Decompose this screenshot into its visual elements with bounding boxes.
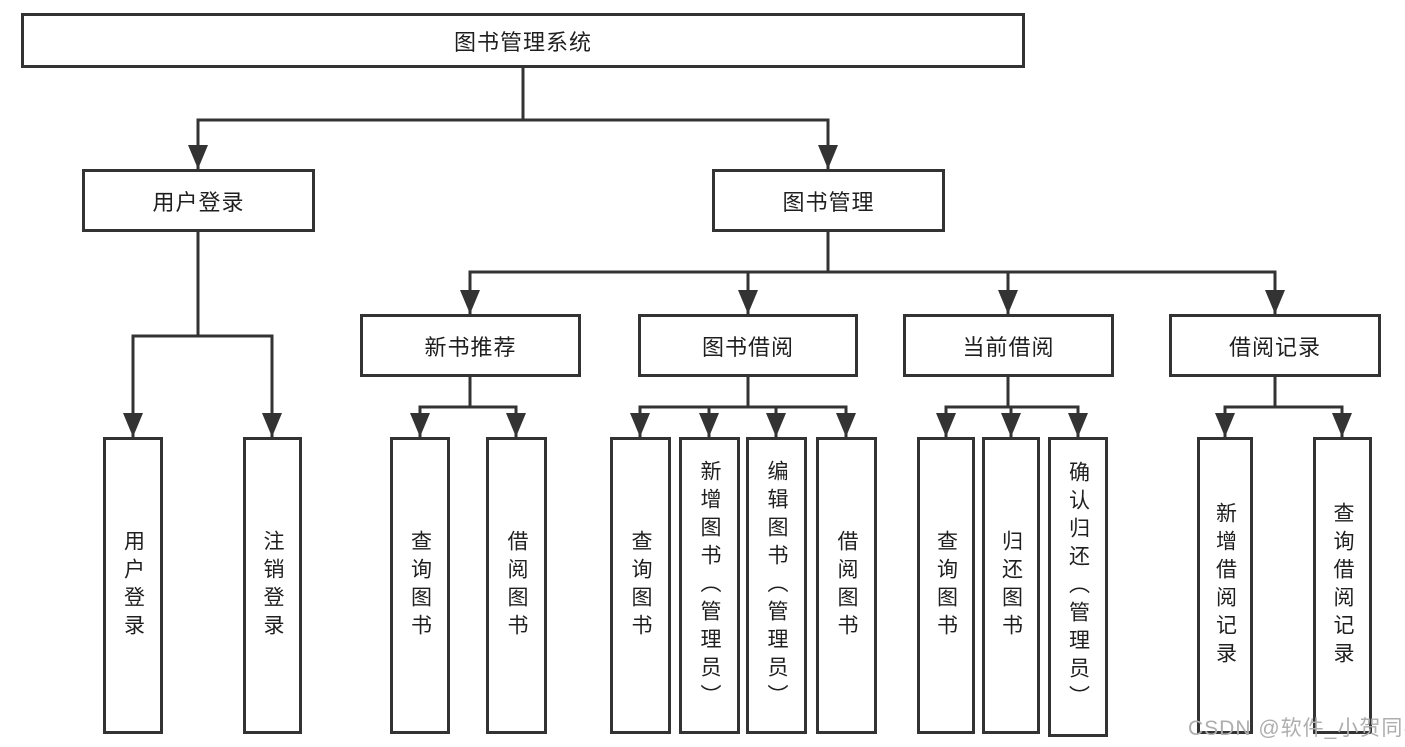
leaf-query-books-current-label: 查询图书 [934,529,958,642]
node-book-borrowing-label: 图书借阅 [701,334,794,360]
leaf-borrow-books-recommend: 借阅图书 [486,437,547,734]
connector-current-borrowing-to-leaves [936,375,1088,439]
leaf-borrow-books-borrowing: 借阅图书 [816,437,877,734]
leaf-query-borrow-record: 查询借阅记录 [1313,437,1372,734]
leaf-query-books-borrowing-label: 查询图书 [629,529,652,642]
node-current-borrowing: 当前借阅 [903,314,1114,377]
node-user-login: 用户登录 [82,169,315,232]
node-borrowing-records-label: 借阅记录 [1228,334,1321,360]
leaf-edit-book-admin: 编辑图书（管理员） [746,437,807,734]
leaf-confirm-return-admin: 确认归还（管理员） [1048,437,1108,737]
node-library-management-system: 图书管理系统 [21,13,1025,68]
csdn-watermark: CSDN @软件_小贺同学 [1188,717,1405,740]
leaf-user-login-label: 用户登录 [121,529,145,642]
leaf-user-login: 用户登录 [103,437,163,734]
connector-borrowing-records-to-leaves [1215,375,1352,439]
node-current-borrowing-label: 当前借阅 [962,334,1055,360]
leaf-query-borrow-record-label: 查询借阅记录 [1331,501,1354,670]
connector-book-management-to-level3 [460,230,1285,316]
leaf-query-books-recommend-label: 查询图书 [408,529,432,642]
node-new-book-recommend: 新书推荐 [360,314,581,377]
leaf-add-borrow-record: 新增借阅记录 [1197,437,1253,734]
connector-root-to-level2 [188,66,838,171]
leaf-query-books-recommend: 查询图书 [390,437,450,734]
leaf-add-book-admin: 新增图书（管理员） [679,437,740,734]
leaf-add-book-admin-label: 新增图书（管理员） [698,459,721,712]
node-library-management-system-label: 图书管理系统 [453,29,592,55]
leaf-query-books-borrowing: 查询图书 [610,437,671,734]
node-new-book-recommend-label: 新书推荐 [424,334,517,360]
node-borrowing-records: 借阅记录 [1169,314,1381,377]
leaf-logout-label: 注销登录 [261,529,284,642]
leaf-add-borrow-record-label: 新增借阅记录 [1213,501,1237,670]
connector-new-book-recommend-to-leaves [410,375,526,439]
leaf-borrow-books-recommend-label: 借阅图书 [505,529,528,642]
leaf-confirm-return-admin-label: 确认归还（管理员） [1066,461,1090,713]
node-user-login-label: 用户登录 [152,189,245,215]
leaf-return-book: 归还图书 [982,437,1040,734]
leaf-logout: 注销登录 [243,437,302,734]
leaf-query-books-current: 查询图书 [917,437,975,734]
node-book-management-label: 图书管理 [782,189,875,215]
leaf-return-book-label: 归还图书 [999,529,1023,642]
leaf-borrow-books-borrowing-label: 借阅图书 [835,529,858,642]
connector-book-borrowing-to-leaves [630,375,856,439]
leaf-edit-book-admin-label: 编辑图书（管理员） [765,459,788,712]
node-book-borrowing: 图书借阅 [638,314,858,377]
node-book-management: 图书管理 [712,169,945,232]
connector-user-login-to-leaves [123,230,282,439]
